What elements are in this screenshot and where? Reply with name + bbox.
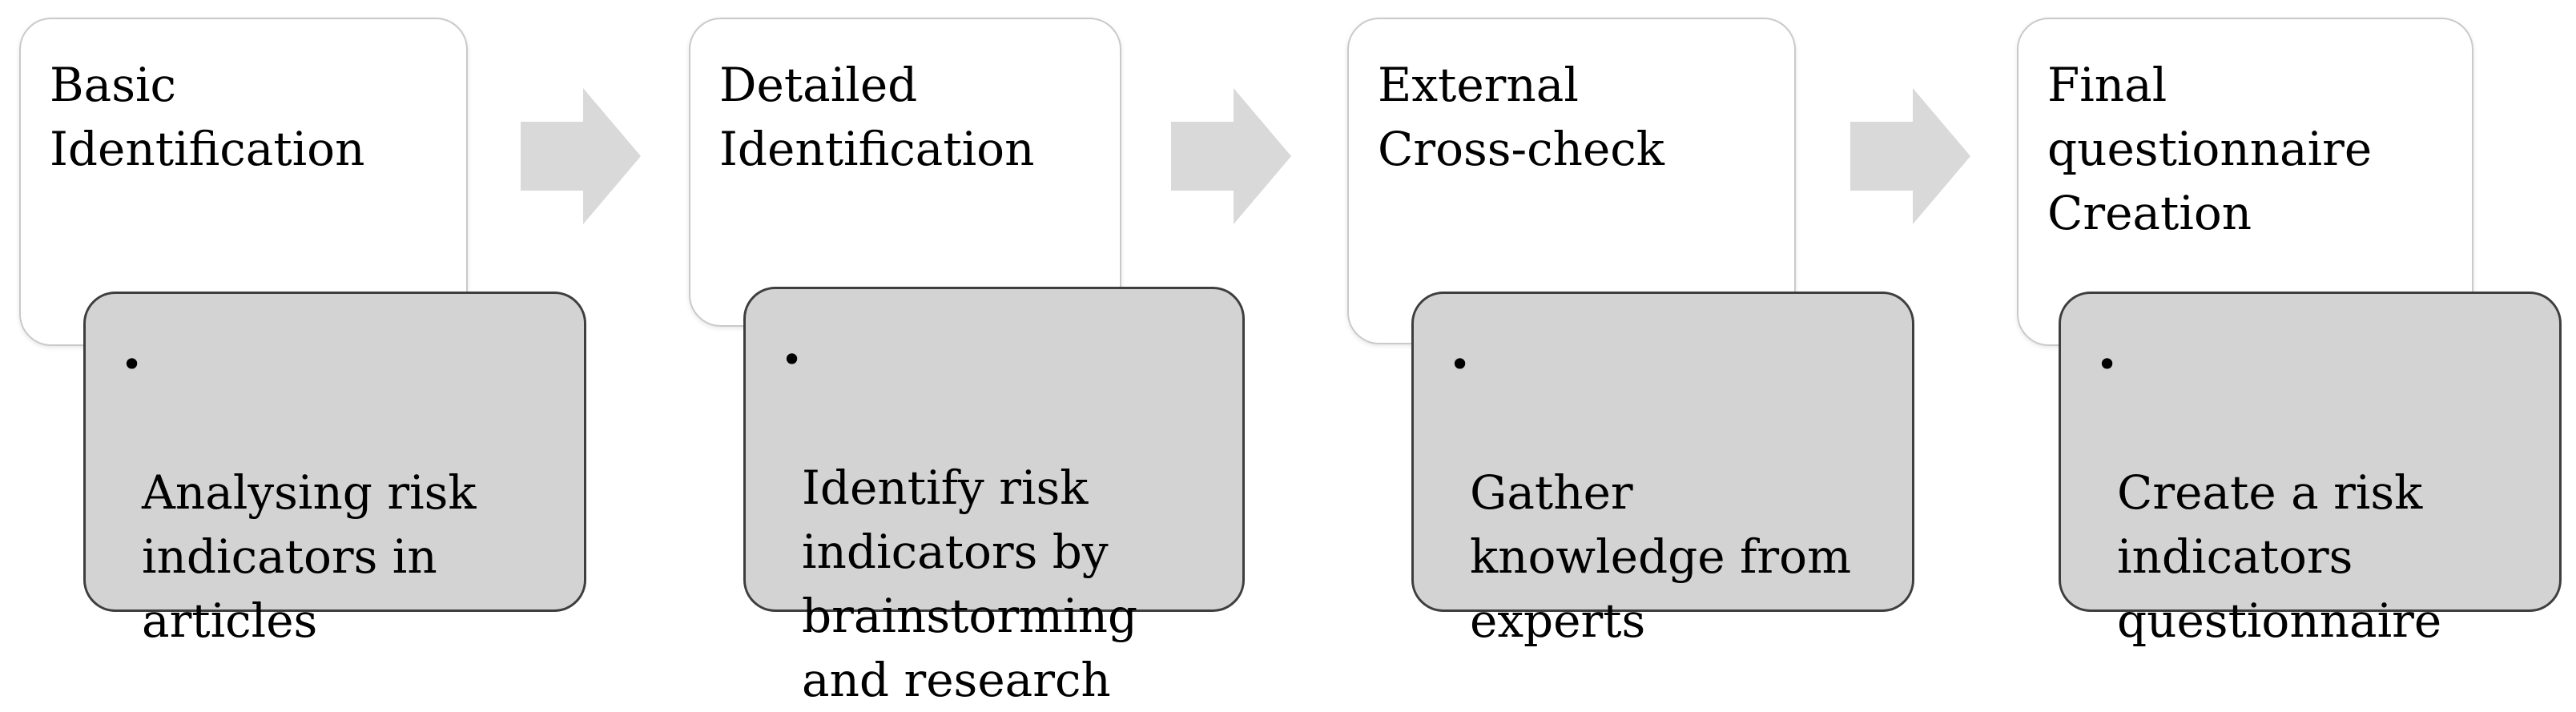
step-2-detail-list: • Identify risk indicators by brainstorm… — [781, 328, 1218, 712]
step-2-detail-text: Identify risk indicators by brainstormin… — [802, 461, 1138, 707]
step-3-detail-item: • Gather knowledge from experts — [1449, 332, 1888, 653]
step-4-title: Final questionnaire Creation — [2047, 58, 2373, 240]
step-3-detail-text: Gather knowledge from experts — [1470, 465, 1852, 648]
step-4-box: Final questionnaire Creation — [2017, 18, 2473, 346]
step-3-title: External Cross-check — [1378, 58, 1664, 176]
step-2-detail-box: • Identify risk indicators by brainstorm… — [743, 287, 1245, 707]
step-4-detail-item: • Create a risk indicators questionnaire — [2096, 332, 2535, 653]
step-1-detail-list: • Analysing risk indicators in articles — [121, 332, 560, 653]
bullet-icon: • — [1449, 343, 1471, 386]
process-flow-diagram: Basic Identification • Analysing risk in… — [19, 18, 2562, 707]
step-1-detail-box: • Analysing risk indicators in articles — [83, 292, 586, 648]
step-2-title: Detailed Identification — [719, 58, 1035, 176]
step-2-box: Detailed Identification — [689, 18, 1121, 327]
step-1-box: Basic Identification — [19, 18, 468, 346]
step-1-detail-text: Analysing risk indicators in articles — [142, 465, 477, 648]
step-2-detail-item: • Identify risk indicators by brainstorm… — [781, 328, 1218, 712]
step-4-detail-text: Create a risk indicators questionnaire — [2117, 465, 2442, 648]
step-1-detail-item: • Analysing risk indicators in articles — [121, 332, 560, 653]
step-3-box: External Cross-check — [1347, 18, 1796, 344]
step-4-detail-list: • Create a risk indicators questionnaire — [2096, 332, 2535, 653]
bullet-icon: • — [121, 343, 143, 386]
step-1-title: Basic Identification — [50, 58, 365, 176]
arrow-right-icon-1 — [521, 88, 641, 224]
bullet-icon: • — [781, 338, 803, 381]
arrow-right-icon-2 — [1171, 88, 1291, 224]
step-3-detail-box: • Gather knowledge from experts — [1411, 292, 1914, 648]
arrow-right-icon-3 — [1850, 88, 1970, 224]
step-4-detail-box: • Create a risk indicators questionnaire — [2059, 292, 2562, 648]
bullet-icon: • — [2096, 343, 2119, 386]
step-3-detail-list: • Gather knowledge from experts — [1449, 332, 1888, 653]
